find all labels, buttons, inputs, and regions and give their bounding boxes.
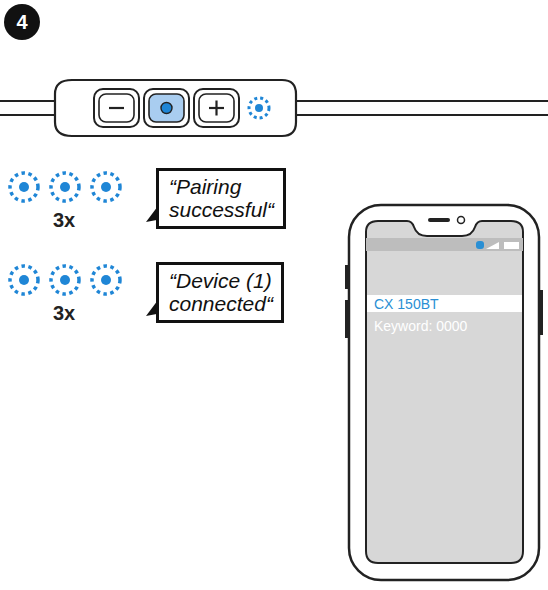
bubble-text: “Device (1) connected“ [169,269,273,315]
blink-count: 3x [53,303,75,323]
speech-bubble: “Device (1) connected“ [156,262,284,323]
led-blink-row [10,173,120,294]
plus-button [194,89,239,127]
led-blink [249,98,269,118]
multifunction-button [144,89,189,127]
led-blink [10,266,38,294]
step-badge [4,4,40,40]
remote-body [55,80,296,136]
device-name: CX 150BT [374,297,439,311]
speech-bubble: “Pairing successful“ [156,168,286,229]
led-blink [51,266,79,294]
led-dot [60,182,70,192]
led-blink [51,173,79,201]
led-dot [19,275,29,285]
pairing-keyword: Keyword: 0000 [374,319,467,333]
led-blink [92,266,120,294]
blink-count: 3x [53,210,75,230]
led-blink [10,173,38,201]
step-number: 4 [16,12,27,32]
smartphone [345,205,543,580]
led-dot [60,275,70,285]
led-dot [101,275,111,285]
minus-button [94,89,139,127]
led-dot [19,182,29,192]
led-blink [92,173,120,201]
bubble-text: “Pairing successful“ [169,175,275,221]
led-dot [101,182,111,192]
